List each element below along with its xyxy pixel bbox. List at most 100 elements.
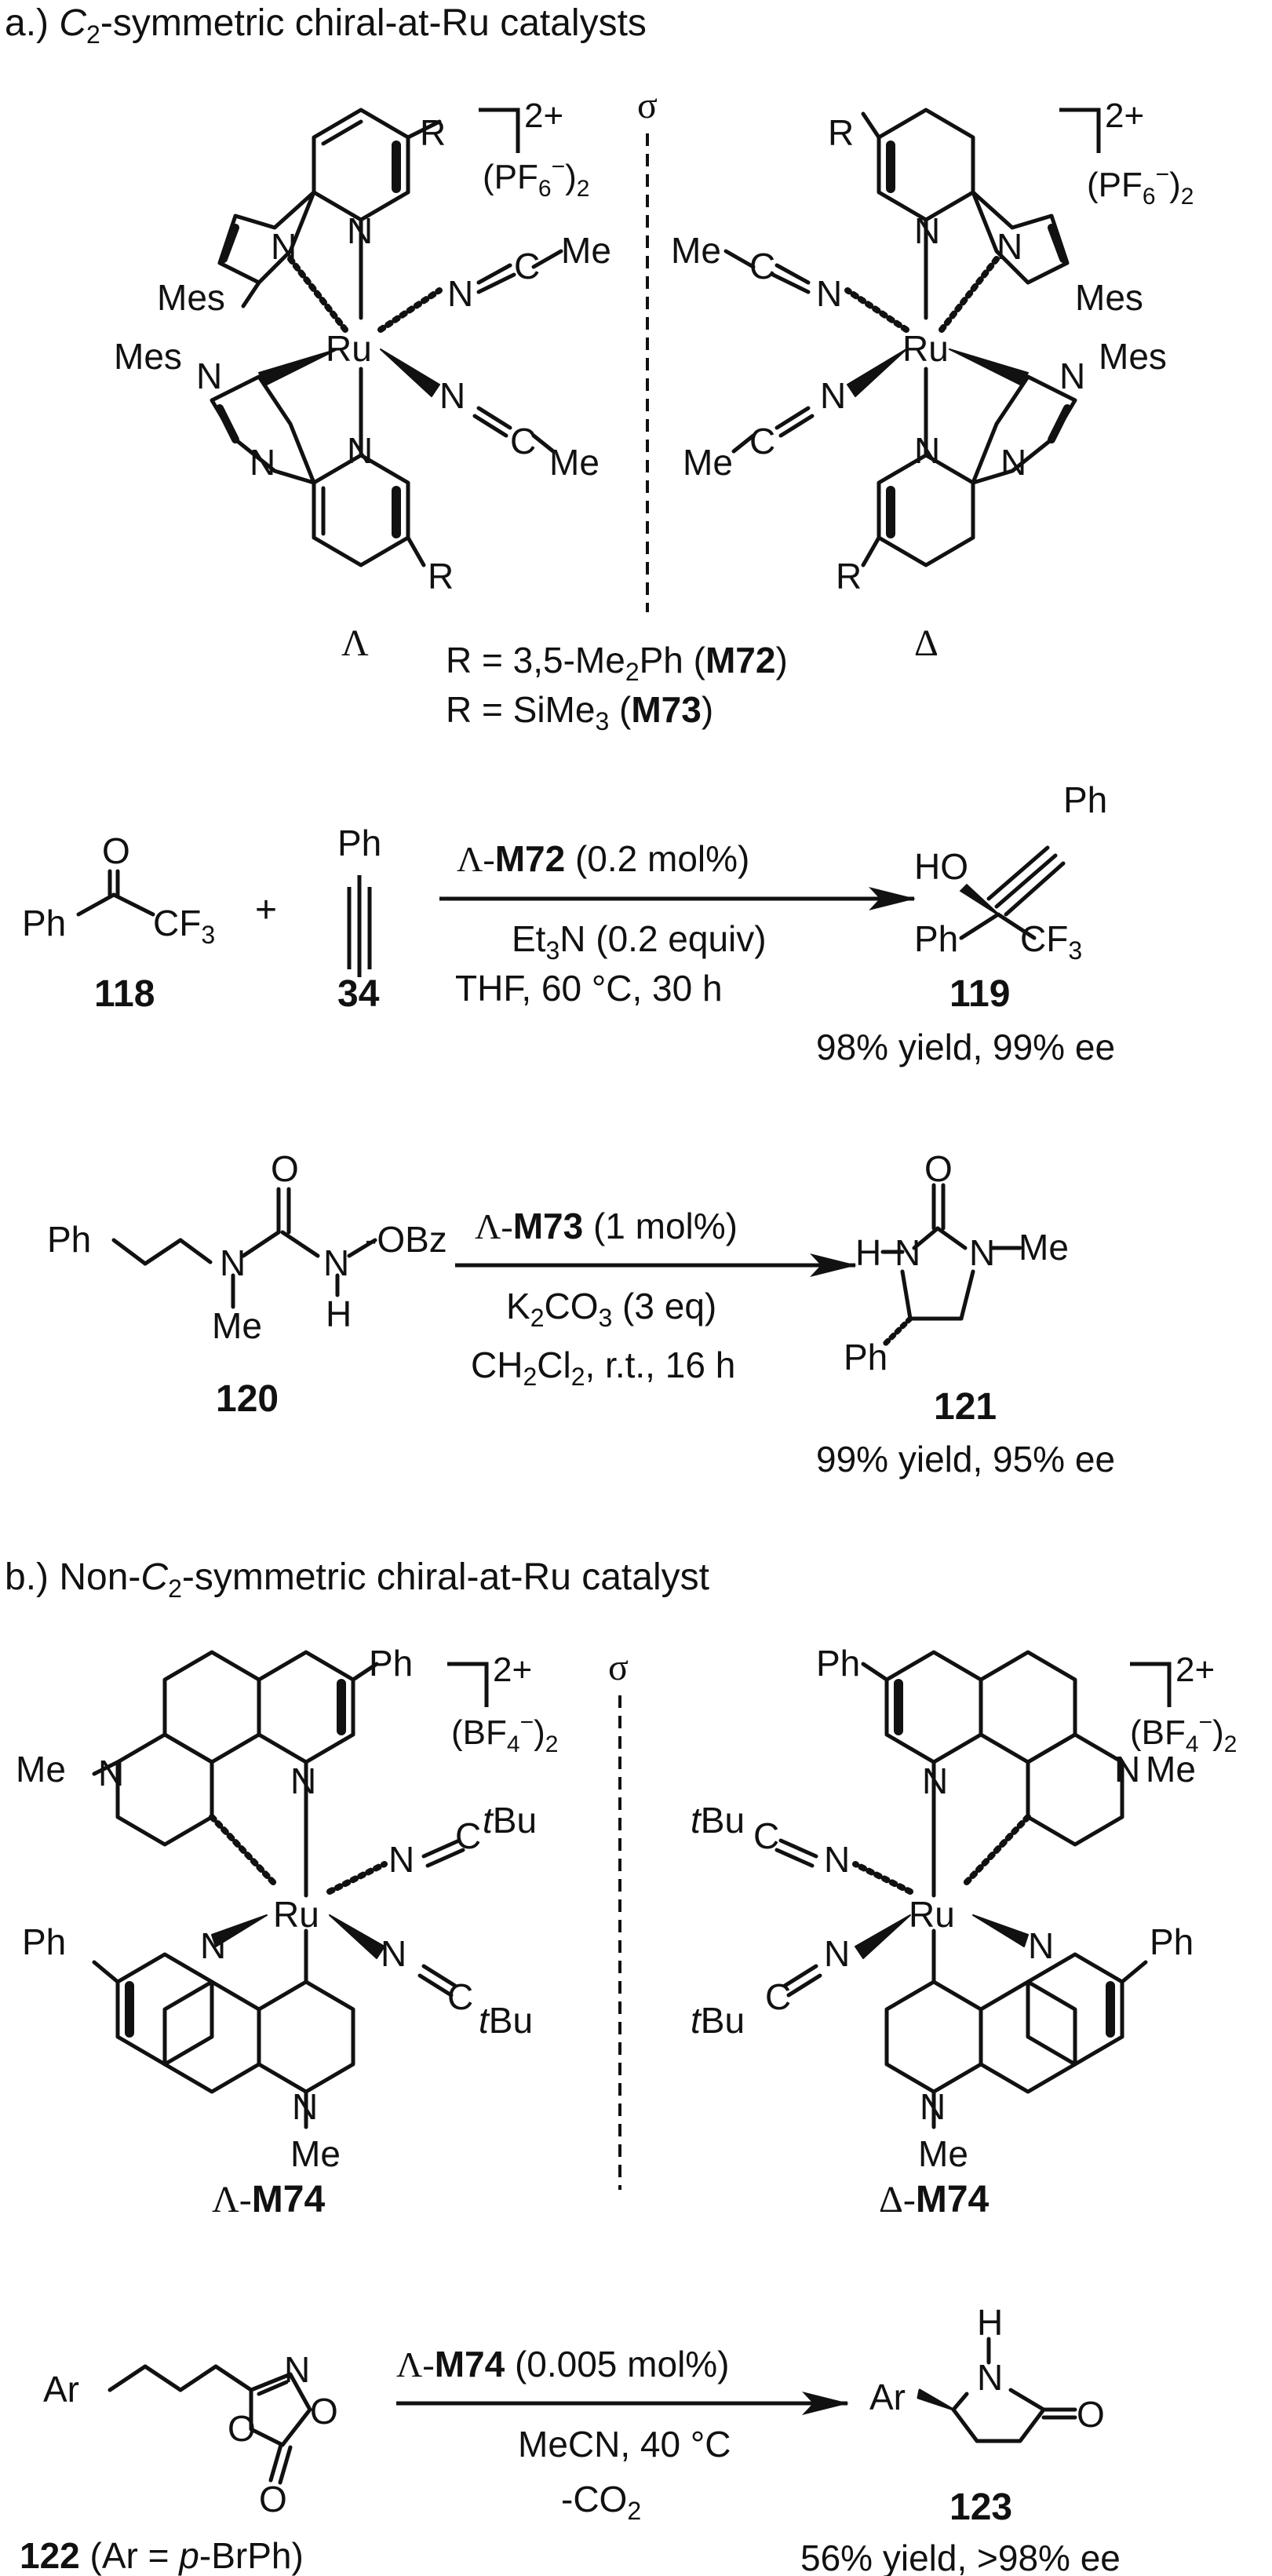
rxn3-result: 56% yield, >98% ee — [800, 2538, 1121, 2576]
delta-m74-labels: Ph N Me N Ru N Ph N Me N C tBu N C tBu — [691, 1643, 1196, 2174]
svg-text:R: R — [836, 556, 862, 597]
substrate-120 — [111, 1187, 377, 1309]
sub122-o3: O — [259, 2479, 287, 2519]
svg-text:N: N — [290, 1761, 316, 1801]
plus-sign: + — [255, 889, 277, 931]
svg-text:tBu: tBu — [691, 1800, 745, 1841]
delta-m74-label: Δ-M74 — [879, 2179, 990, 2220]
delta-m72-labels: R N N Mes Ru Mes N N N R N C Me N C Me Δ — [671, 112, 1167, 664]
r-definition-m72: R = 3,5-Me2Ph (M72) — [446, 640, 788, 686]
svg-text:N: N — [1000, 442, 1026, 483]
prod123-ar: Ar — [869, 2377, 906, 2417]
svg-text:C: C — [753, 1815, 779, 1856]
compound-id-121: 121 — [934, 1386, 997, 1428]
prod123-o: O — [1077, 2394, 1105, 2435]
svg-text:(PF6−)2: (PF6−)2 — [483, 154, 589, 202]
svg-text:N: N — [98, 1753, 124, 1793]
svg-text:Me: Me — [1146, 1749, 1196, 1790]
lambda-m74-label: Λ-M74 — [212, 2179, 325, 2220]
substrate-122 — [108, 2364, 312, 2485]
lambda-m74-labels: Ph Me N N Ru Ph N N Me N C tBu N C tBu — [16, 1643, 537, 2174]
sub122-label: 122 (Ar = p-BrPh) — [20, 2535, 304, 2576]
prod123-n: N — [977, 2357, 1003, 2398]
svg-text:R: R — [420, 112, 446, 153]
svg-text:tBu: tBu — [691, 2000, 745, 2041]
svg-text:C: C — [765, 1976, 791, 2017]
prod121-o: O — [924, 1148, 953, 1189]
rxn2-catalyst: Λ-M73 (1 mol%) — [475, 1206, 738, 1246]
svg-text:Me: Me — [549, 442, 600, 483]
ketone-118 — [76, 869, 155, 917]
svg-text:Ru: Ru — [326, 328, 372, 369]
sigma-label-b: σ — [608, 1647, 629, 1688]
svg-text:Ph: Ph — [369, 1643, 413, 1684]
rxn3-conditions-1: MeCN, 40 °C — [518, 2424, 731, 2465]
svg-text:N: N — [200, 1925, 226, 1966]
rxn2-conditions-1: K2CO3 (3 eq) — [506, 1286, 716, 1332]
counterion-bf4-left: 2+ (BF4−)2 — [447, 1651, 558, 1757]
delta-m72-structure — [723, 108, 1077, 567]
svg-text:N: N — [250, 442, 275, 483]
rxn2-result: 99% yield, 95% ee — [816, 1439, 1115, 1480]
svg-text:N: N — [922, 1761, 948, 1801]
svg-text:N: N — [1028, 1925, 1054, 1966]
svg-text:N: N — [914, 210, 940, 251]
sub122-n: N — [284, 2349, 310, 2390]
svg-text:tBu: tBu — [483, 1800, 537, 1841]
prod121-ph: Ph — [844, 1337, 887, 1377]
ketone-ph: Ph — [22, 903, 66, 943]
prod121-n1: N — [895, 1232, 920, 1273]
product-cf3: CF3 — [1020, 918, 1082, 965]
rxn1-conditions-1: Et3N (0.2 equiv) — [512, 918, 767, 965]
product-ph-top: Ph — [1063, 779, 1107, 820]
svg-text:Me: Me — [290, 2133, 341, 2174]
sub122-o1: O — [310, 2391, 338, 2432]
svg-text:2+: 2+ — [493, 1651, 532, 1689]
counterion-pf6-left: 2+ (PF6−)2 — [479, 97, 589, 202]
svg-text:C: C — [514, 246, 540, 286]
svg-text:Mes: Mes — [157, 277, 225, 318]
svg-text:N: N — [820, 375, 846, 416]
sub120-n: N — [220, 1242, 246, 1283]
svg-text:2+: 2+ — [524, 97, 563, 135]
section-b-title: b.) Non-C2-symmetric chiral-at-Ru cataly… — [5, 1556, 709, 1603]
svg-text:N: N — [914, 430, 940, 471]
delta-m74-structure — [774, 1650, 1148, 2129]
svg-text:R: R — [828, 112, 854, 153]
svg-text:N: N — [824, 1839, 850, 1880]
compound-id-34: 34 — [337, 973, 380, 1015]
svg-text:N: N — [439, 375, 465, 416]
product-ph: Ph — [914, 918, 958, 959]
svg-text:N: N — [347, 430, 373, 471]
sub122-o2: O — [228, 2408, 256, 2449]
svg-text:Mes: Mes — [1099, 336, 1167, 377]
rxn3-conditions-2: -CO2 — [561, 2479, 641, 2525]
svg-text:N: N — [997, 226, 1022, 267]
svg-text:Me: Me — [16, 1749, 66, 1790]
svg-text:tBu: tBu — [479, 2000, 533, 2041]
svg-text:Me: Me — [918, 2133, 968, 2174]
prod121-h: H — [855, 1232, 881, 1273]
sigma-label-a: σ — [637, 85, 658, 126]
svg-text:N: N — [920, 2086, 946, 2127]
rxn1-result: 98% yield, 99% ee — [816, 1027, 1115, 1067]
product-121 — [880, 1183, 1022, 1349]
svg-text:Ph: Ph — [816, 1643, 860, 1684]
svg-text:N: N — [292, 2086, 318, 2127]
svg-text:Δ: Δ — [914, 622, 939, 664]
svg-text:2+: 2+ — [1105, 97, 1144, 135]
product-123 — [917, 2337, 1077, 2443]
counterion-bf4-right: 2+ (BF4−)2 — [1130, 1651, 1237, 1757]
svg-text:Me: Me — [683, 442, 733, 483]
svg-text:C: C — [749, 246, 775, 286]
svg-text:C: C — [455, 1815, 481, 1856]
prod121-me: Me — [1019, 1227, 1069, 1268]
product-119 — [959, 845, 1066, 940]
alkyne-34 — [347, 875, 372, 977]
sub120-o: O — [271, 1148, 299, 1189]
section-a-title: a.) C2-symmetric chiral-at-Ru catalysts — [5, 2, 647, 49]
rxn2-conditions-2: CH2Cl2, r.t., 16 h — [471, 1345, 735, 1391]
svg-text:(BF4−)2: (BF4−)2 — [1130, 1709, 1237, 1757]
prod121-n2: N — [969, 1232, 995, 1273]
